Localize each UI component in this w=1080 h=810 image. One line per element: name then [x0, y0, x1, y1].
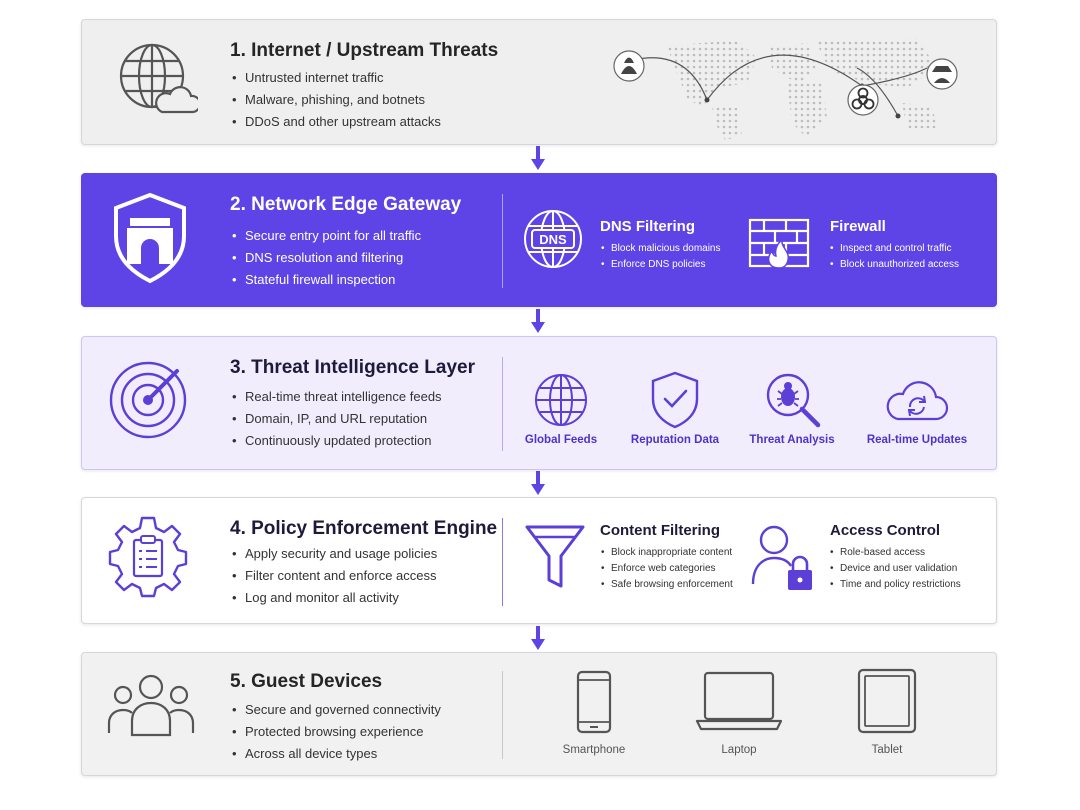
feature-list: Inspect and control traffic Block unauth… [830, 241, 959, 273]
feature-item: Role-based access [830, 545, 961, 561]
users-group-icon [107, 674, 195, 737]
biohazard-icon [847, 84, 879, 116]
bullet-item: Apply security and usage policies [232, 543, 437, 565]
layer-network-edge-gateway: 2. Network Edge Gateway Secure entry poi… [81, 173, 997, 307]
divider [502, 518, 503, 606]
layer-internet-threats: 1. Internet / Upstream Threats Untrusted… [81, 19, 997, 145]
hacker-icon [613, 50, 645, 82]
feature-label: Global Feeds [524, 434, 598, 446]
feature-item: Device and user validation [830, 561, 961, 577]
bullet-item: Secure and governed connectivity [232, 699, 441, 721]
firewall-icon [748, 218, 810, 269]
bullet-list: Untrusted internet traffic Malware, phis… [232, 67, 441, 133]
bullet-list: Secure and governed connectivity Protect… [232, 699, 441, 765]
feature-list: Block malicious domains Enforce DNS poli… [601, 241, 721, 273]
world-threat-map-icon [613, 38, 958, 140]
device-label: Smartphone [562, 744, 626, 756]
layer-threat-intelligence: 3. Threat Intelligence Layer Real-time t… [81, 336, 997, 470]
funnel-icon [525, 525, 585, 588]
spy-icon [926, 58, 958, 90]
flow-arrow [531, 146, 545, 172]
cloud-sync-icon [886, 381, 949, 421]
bullet-item: DDoS and other upstream attacks [232, 111, 441, 133]
bullet-item: Untrusted internet traffic [232, 67, 441, 89]
feature-item: Safe browsing enforcement [601, 577, 733, 593]
feature-item: Time and policy restrictions [830, 577, 961, 593]
feature-item: Enforce web categories [601, 561, 733, 577]
shield-gate-icon [114, 192, 186, 284]
feature-item: Block unauthorized access [830, 257, 959, 273]
laptop-icon [695, 671, 783, 731]
globe-cloud-icon [119, 43, 198, 114]
feature-title: Content Filtering [600, 522, 720, 539]
bullet-item: Stateful firewall inspection [232, 269, 421, 291]
bullet-item: Filter content and enforce access [232, 565, 437, 587]
layer-title: 4. Policy Enforcement Engine [230, 518, 498, 539]
bullet-item: Malware, phishing, and botnets [232, 89, 441, 111]
dns-globe-icon: DNS [524, 210, 582, 268]
feature-item: Block inappropriate content [601, 545, 733, 561]
bug-magnifier-icon [766, 373, 821, 428]
divider [502, 357, 503, 451]
feature-label: Real-time Updates [866, 434, 968, 446]
divider [502, 671, 503, 759]
shield-check-icon [651, 371, 699, 429]
feature-label: Threat Analysis [749, 434, 835, 446]
bullet-item: Domain, IP, and URL reputation [232, 408, 442, 430]
feature-list: Block inappropriate content Enforce web … [601, 545, 733, 593]
bullet-item: Real-time threat intelligence feeds [232, 386, 442, 408]
flow-arrow [531, 626, 545, 652]
bullet-item: Across all device types [232, 743, 441, 765]
layer-title: 3. Threat Intelligence Layer [230, 357, 475, 378]
layer-title: 5. Guest Devices [230, 671, 383, 692]
bullet-item: DNS resolution and filtering [232, 247, 421, 269]
feature-title: DNS Filtering [600, 218, 696, 235]
gear-clipboard-icon [108, 516, 188, 598]
feature-list: Role-based access Device and user valida… [830, 545, 961, 593]
tablet-icon [857, 668, 917, 734]
flow-arrow [531, 471, 545, 497]
feature-item: Inspect and control traffic [830, 241, 959, 257]
feature-label: Reputation Data [630, 434, 720, 446]
device-label: Laptop [721, 744, 757, 756]
bullet-item: Log and monitor all activity [232, 587, 437, 609]
divider [502, 194, 503, 288]
device-label: Tablet [871, 744, 903, 756]
feature-item: Block malicious domains [601, 241, 720, 257]
layer-title: 1. Internet / Upstream Threats [230, 40, 499, 61]
bullet-item: Continuously updated protection [232, 430, 442, 452]
layer-guest-devices: 5. Guest Devices Secure and governed con… [81, 652, 997, 776]
bullet-item: Protected browsing experience [232, 721, 441, 743]
feature-item: Enforce DNS policies [601, 257, 721, 273]
layer-title: 2. Network Edge Gateway [230, 194, 462, 215]
feature-title: Firewall [830, 218, 886, 235]
feature-title: Access Control [830, 522, 941, 539]
smartphone-icon [576, 670, 612, 734]
bullet-item: Secure entry point for all traffic [232, 225, 421, 247]
layer-policy-enforcement: 4. Policy Enforcement Engine Apply secur… [81, 497, 997, 624]
dns-icon-text: DNS [539, 232, 567, 247]
bullet-list: Secure entry point for all traffic DNS r… [232, 225, 421, 291]
globe-icon [535, 374, 587, 426]
flow-arrow [531, 309, 545, 335]
bullet-list: Real-time threat intelligence feeds Doma… [232, 386, 442, 452]
radar-icon [109, 361, 187, 439]
user-lock-icon [751, 525, 812, 590]
bullet-list: Apply security and usage policies Filter… [232, 543, 437, 609]
